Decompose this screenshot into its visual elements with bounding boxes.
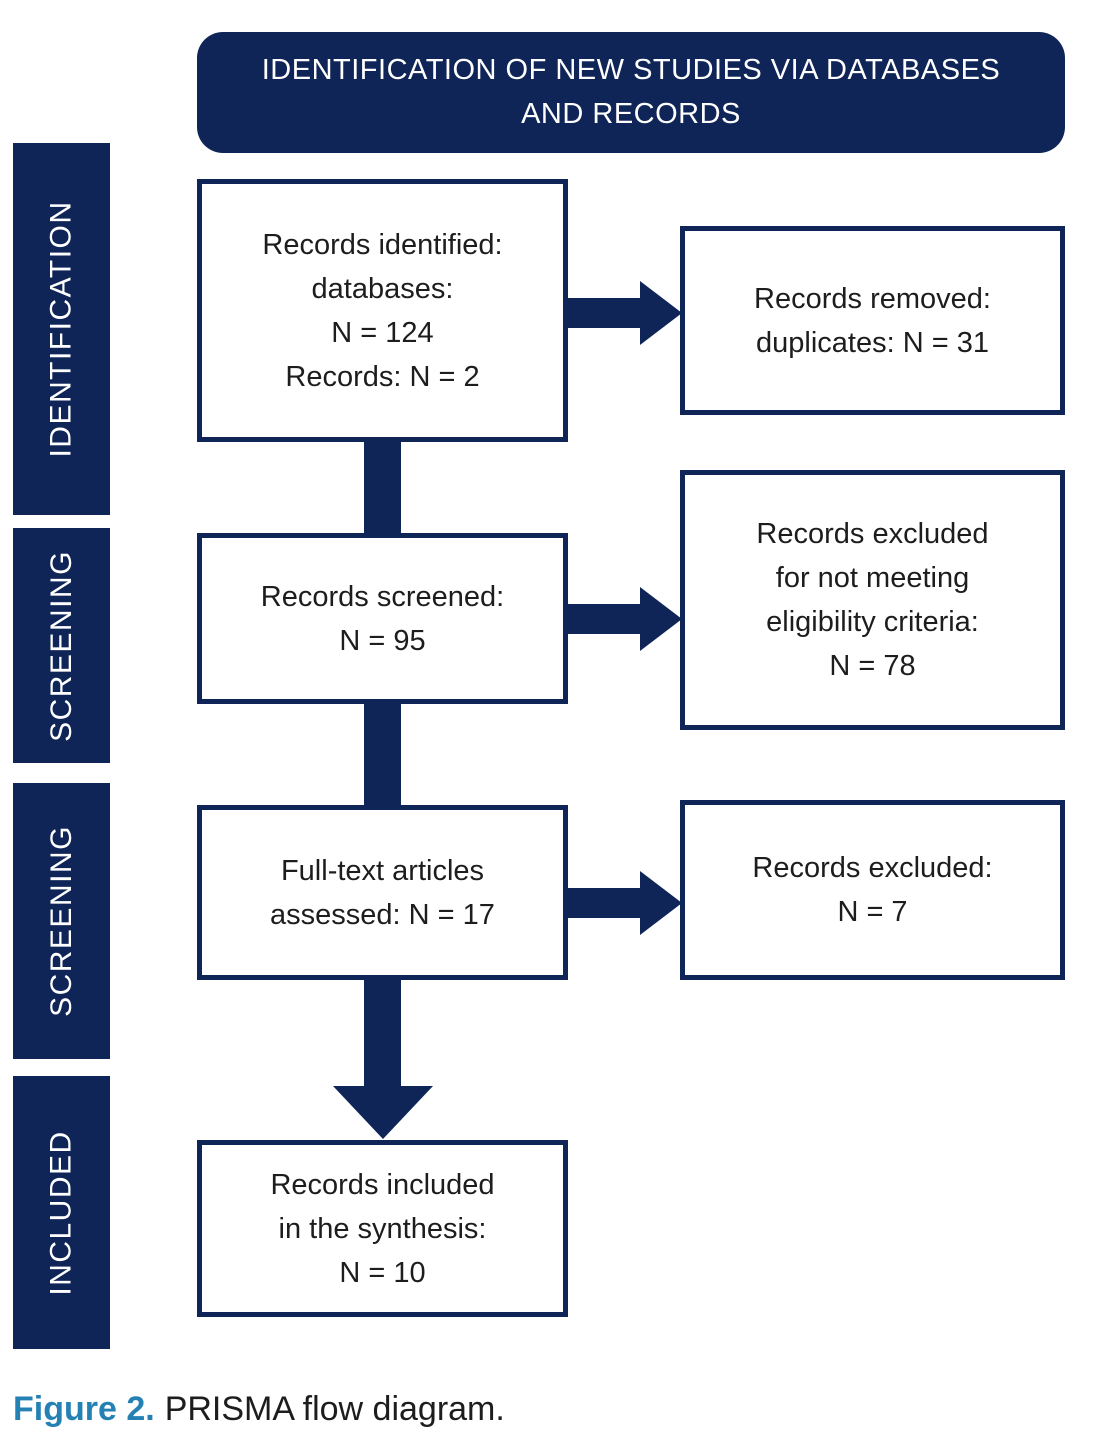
arrow-right-icon xyxy=(640,587,682,651)
stage-label-text: SCREENING xyxy=(44,549,78,742)
stage-label-text: SCREENING xyxy=(44,825,78,1017)
box-fulltext-assessed: Full-text articles assessed: N = 17 xyxy=(197,805,568,980)
box-line: Full-text articles xyxy=(280,854,485,887)
stage-label-screening-1: SCREENING xyxy=(13,528,110,763)
figure-caption: Figure 2.PRISMA flow diagram. xyxy=(13,1390,1093,1429)
box-line: N = 124 xyxy=(331,316,434,349)
box-line: duplicates: N = 31 xyxy=(756,326,989,359)
box-line: for not meeting xyxy=(775,562,970,594)
arrow-down-icon xyxy=(333,1086,433,1139)
box-line: N = 78 xyxy=(829,650,916,682)
stage-label-identification: IDENTIFICATION xyxy=(13,143,110,515)
box-line: assessed: N = 17 xyxy=(270,898,495,931)
box-line: Records included xyxy=(270,1168,495,1201)
box-records-screened: Records screened: N = 95 xyxy=(197,533,568,704)
arrow-right-icon xyxy=(640,871,682,935)
arrow-fulltext-to-excluded-shaft xyxy=(566,888,642,918)
arrow-fulltext-to-included-shaft xyxy=(364,978,401,1086)
box-line: Records removed: xyxy=(754,282,991,315)
arrow-identified-to-removed-shaft xyxy=(566,298,642,328)
header-title: IDENTIFICATION OF NEW STUDIES VIA DATABA… xyxy=(261,54,1001,130)
box-line: N = 10 xyxy=(339,1256,426,1289)
box-records-removed: Records removed: duplicates: N = 31 xyxy=(680,226,1065,415)
stage-label-text: IDENTIFICATION xyxy=(44,200,78,458)
connector-identified-to-screened xyxy=(364,440,401,536)
box-records-included: Records included in the synthesis: N = 1… xyxy=(197,1140,568,1317)
box-line: Records excluded: xyxy=(752,852,993,884)
box-line: Records excluded xyxy=(756,518,989,550)
box-line: Records screened: xyxy=(260,580,505,613)
box-line: in the synthesis: xyxy=(278,1212,487,1245)
arrow-right-icon xyxy=(640,281,682,345)
arrow-screened-to-excluded-shaft xyxy=(566,604,642,634)
box-records-excluded-eligibility: Records excluded for not meeting eligibi… xyxy=(680,470,1065,730)
figure-caption-label: Figure 2. xyxy=(13,1390,155,1428)
stage-label-screening-2: SCREENING xyxy=(13,783,110,1059)
box-line: N = 95 xyxy=(339,624,426,657)
stage-label-included: INCLUDED xyxy=(13,1076,110,1349)
box-records-excluded: Records excluded: N = 7 xyxy=(680,800,1065,980)
box-line: N = 7 xyxy=(837,896,908,928)
box-line: databases: xyxy=(311,272,454,305)
box-records-identified: Records identified: databases: N = 124 R… xyxy=(197,179,568,442)
header-banner: IDENTIFICATION OF NEW STUDIES VIA DATABA… xyxy=(197,32,1065,153)
box-line: eligibility criteria: xyxy=(766,606,979,638)
stage-label-text: INCLUDED xyxy=(44,1129,78,1296)
connector-screened-to-fulltext xyxy=(364,701,401,808)
box-line: Records identified: xyxy=(262,228,503,261)
figure-caption-text: PRISMA flow diagram. xyxy=(164,1390,505,1428)
box-line: Records: N = 2 xyxy=(285,360,480,393)
